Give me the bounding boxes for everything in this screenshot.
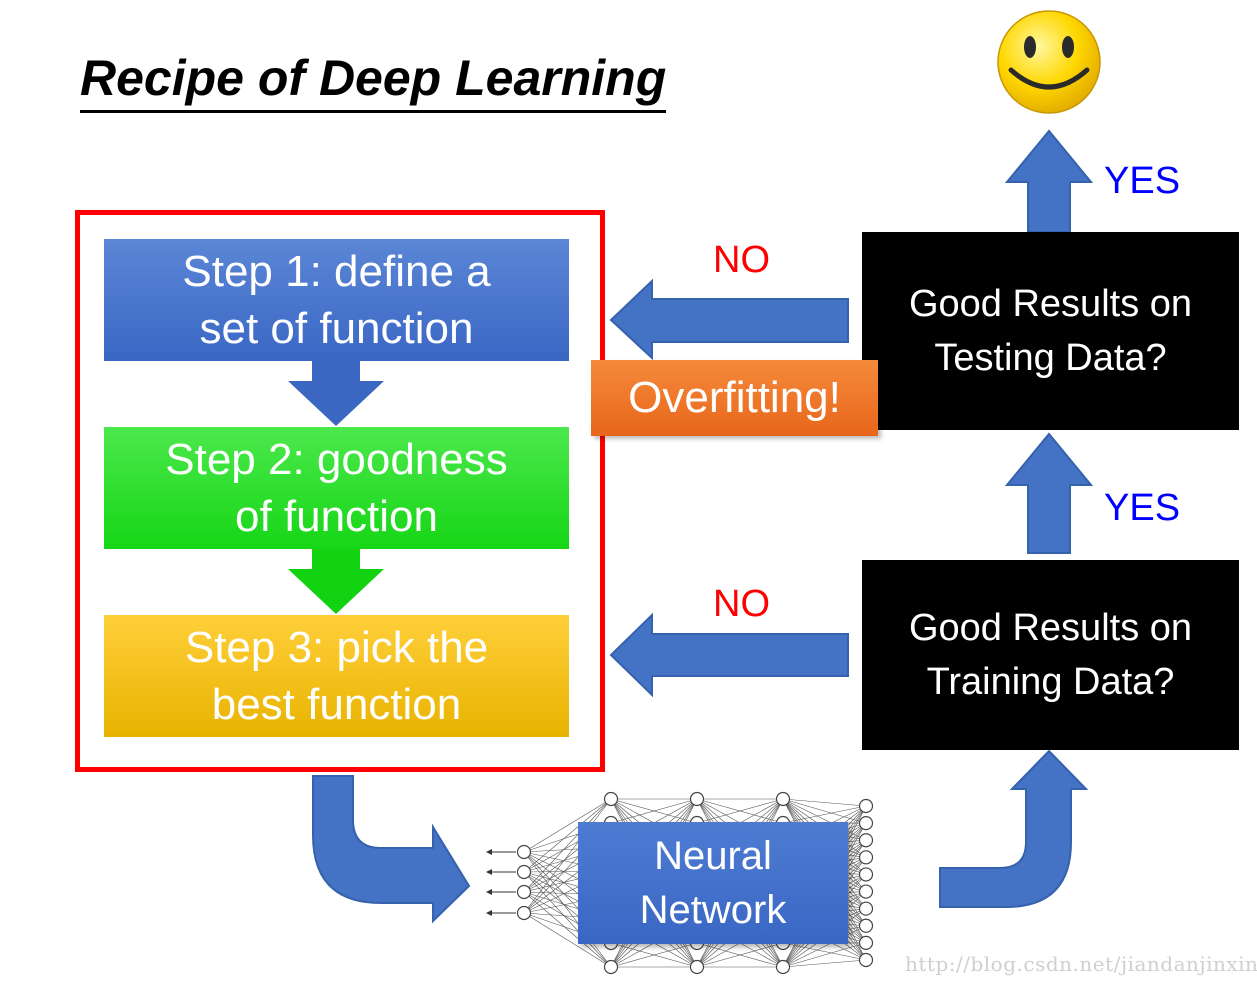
arrow-to-neural-network xyxy=(312,775,471,924)
step1-line2: set of function xyxy=(199,304,474,353)
arrow-no-training xyxy=(609,612,849,698)
overfitting-label: Overfitting! xyxy=(591,360,878,436)
neural-net-node xyxy=(689,791,705,807)
testing-line1: Good Results on xyxy=(908,283,1193,325)
neural-network-box: Neural Network xyxy=(578,822,848,944)
neural-net-node xyxy=(858,850,874,865)
training-decision-box: Good Results on Training Data? xyxy=(862,560,1239,750)
neural-net-node xyxy=(858,867,874,882)
no-label-testing: NO xyxy=(713,239,770,281)
step2-box: Step 2: goodness of function xyxy=(104,427,569,549)
step1-box: Step 1: define a set of function xyxy=(104,239,569,361)
step2-line2: of function xyxy=(234,492,438,541)
neural-net-node xyxy=(858,935,874,950)
training-line1: Good Results on xyxy=(908,607,1193,649)
step3-box: Step 3: pick the best function xyxy=(104,615,569,737)
neural-network-line2: Network xyxy=(639,888,787,932)
neural-net-node xyxy=(858,833,874,848)
page-title: Recipe of Deep Learning xyxy=(80,50,667,113)
neural-net-node xyxy=(516,905,532,921)
neural-net-node xyxy=(689,959,705,975)
step3-line1: Step 3: pick the xyxy=(184,623,489,672)
smiley-face-icon xyxy=(997,10,1101,114)
step1-line1: Step 1: define a xyxy=(182,247,491,296)
neural-net-node xyxy=(858,901,874,916)
neural-net-node xyxy=(516,844,532,860)
step2-line1: Step 2: goodness xyxy=(165,435,508,484)
neural-net-node xyxy=(775,959,791,975)
neural-net-node xyxy=(858,918,874,933)
neural-net-node xyxy=(858,798,874,814)
neural-net-node xyxy=(858,884,874,899)
arrow-yes-training xyxy=(1004,432,1094,554)
yes-label-testing: YES xyxy=(1104,160,1181,202)
neural-net-node xyxy=(603,791,619,807)
arrow-from-neural-network xyxy=(939,749,1089,908)
arrow-no-testing xyxy=(609,278,849,361)
neural-net-node xyxy=(858,816,874,831)
arrow-yes-testing xyxy=(1004,129,1094,233)
testing-decision-box: Good Results on Testing Data? xyxy=(862,232,1239,430)
neural-net-node xyxy=(858,952,874,968)
testing-line2: Testing Data? xyxy=(934,337,1167,379)
neural-net-node xyxy=(516,864,532,880)
neural-net-node xyxy=(516,884,532,900)
watermark: http://blog.csdn.net/jiandanjinxin xyxy=(905,952,1257,976)
neural-net-node xyxy=(775,791,791,807)
neural-net-node xyxy=(603,959,619,975)
arrow-step1-to-step2 xyxy=(288,361,384,426)
steps-frame xyxy=(75,210,605,772)
training-line2: Training Data? xyxy=(926,661,1175,703)
no-label-training: NO xyxy=(713,583,770,625)
yes-label-training: YES xyxy=(1104,487,1181,529)
step3-line2: best function xyxy=(211,680,462,729)
neural-network-line1: Neural xyxy=(654,834,772,878)
arrow-step2-to-step3 xyxy=(288,549,384,614)
